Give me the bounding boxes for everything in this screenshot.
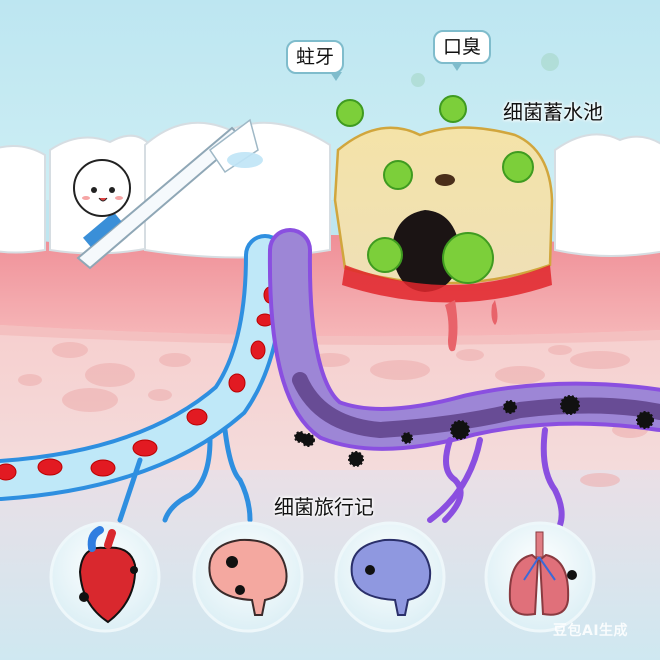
bad-breath-label: 口臭 [433,30,492,71]
infected-vessel [267,228,660,528]
black-bacteria [294,395,654,467]
cartoon-character [73,159,131,217]
blood-vessel [0,234,286,523]
toothbrush [76,118,263,270]
heart-icon [78,526,138,624]
brain-pink-icon [208,538,288,616]
bacteria-reservoir-label: 细菌蓄水池 [503,100,603,124]
tooth-decay-label: 蛀牙 [286,40,345,81]
ai-watermark: 豆包AI生成 [553,623,629,639]
lungs-icon [508,531,577,616]
green-bacteria [336,95,534,284]
brain-blue-icon [350,538,432,616]
bacteria-journey-label: 细菌旅行记 [274,495,374,519]
